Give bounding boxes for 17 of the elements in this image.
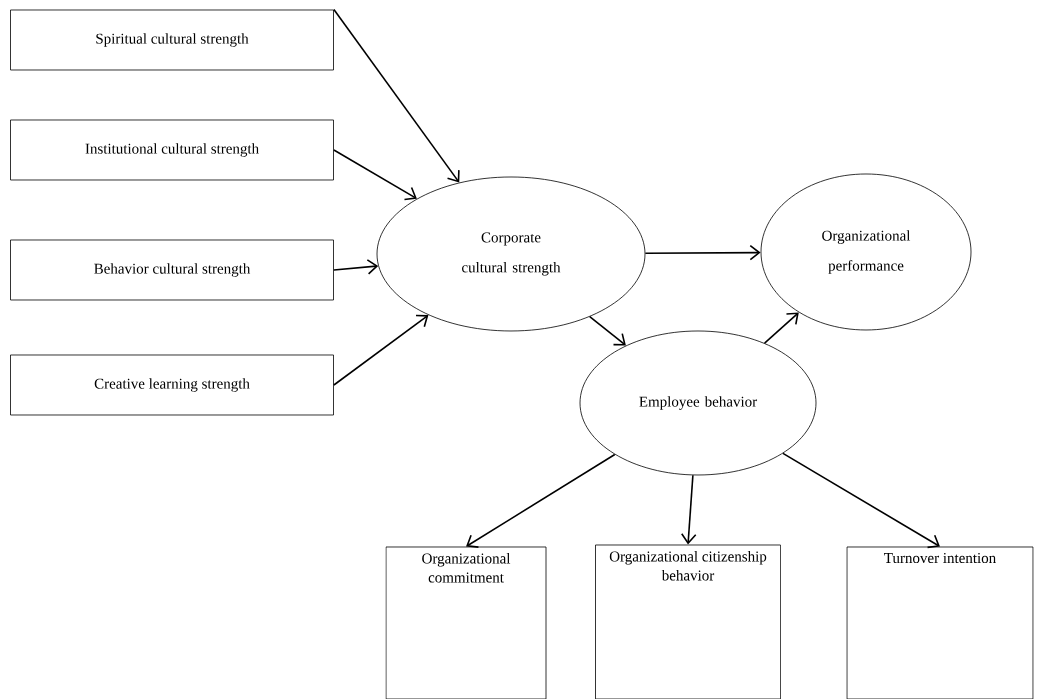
arrow	[763, 312, 799, 344]
arrow	[644, 244, 761, 261]
outcome-box: Organizational commitment	[385, 546, 547, 699]
outcome-box: Turnover intention	[846, 546, 1034, 699]
arrow	[333, 149, 417, 201]
arrow	[588, 315, 626, 346]
arrow	[333, 8, 460, 183]
factor-box: Behavior cultural strength	[10, 239, 334, 301]
arrow	[466, 453, 616, 548]
factor-box: Spiritual cultural strength	[10, 9, 334, 71]
outcome-box: Organizational citizenship behavior	[595, 544, 781, 699]
arrow	[782, 452, 940, 549]
arrow	[333, 314, 429, 386]
arrow	[680, 474, 697, 545]
factor-box: Creative learning strength	[10, 354, 334, 416]
arrow	[333, 259, 379, 275]
factor-box: Institutional cultural strength	[10, 119, 334, 181]
